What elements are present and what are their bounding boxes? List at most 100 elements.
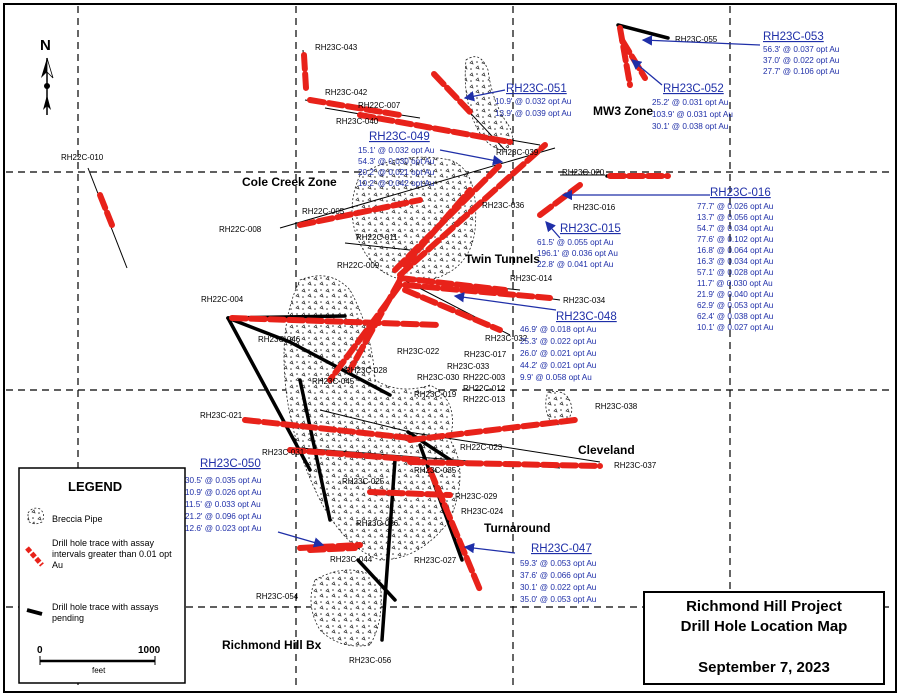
hole-label: RH23C-046: [258, 335, 301, 344]
hole-label: RH23C-043: [315, 43, 358, 52]
trace-RH23C-016: [537, 182, 583, 218]
trace-RH23C-052: [617, 25, 633, 88]
scale-bar: 0 1000 feet: [37, 645, 161, 675]
callout-line: 27.7' @ 0.106 opt Au: [763, 67, 840, 76]
hole-label: RH23C-021: [200, 411, 243, 420]
callout-line: 46.9' @ 0.018 opt Au: [520, 325, 597, 334]
trace-RH23C-053: [619, 37, 648, 81]
callout-line: 10.9' @ 0.026 opt Au: [185, 488, 262, 497]
scale-max: 1000: [138, 645, 161, 656]
scale-unit: feet: [92, 666, 106, 675]
zone-label-cole-creek: Cole Creek Zone: [242, 175, 337, 189]
callouts: RH23C-053 56.3' @ 0.037 opt Au 37.0' @ 0…: [185, 31, 840, 604]
trace-RH23C-037: [407, 459, 603, 469]
callout-title: RH23C-051: [506, 83, 567, 95]
breccia-pipe: [351, 156, 477, 282]
zone-labels: Cole Creek Zone MW3 Zone Twin Tunnels Cl…: [222, 104, 653, 652]
trace-RH23C-051: [431, 71, 473, 115]
hole-label: RH22C-012: [463, 384, 506, 393]
callout-line: 26.0' @ 0.021 opt Au: [520, 349, 597, 358]
hole-label: RH23C-054: [256, 592, 299, 601]
breccia-pipes: [283, 56, 573, 647]
callout-line: 37.6' @ 0.066 opt Au: [520, 571, 597, 580]
callout-line: 25.2' @ 0.031 opt Au: [652, 98, 729, 107]
callout-line: 54.3' @ 0.030 opt Au: [358, 157, 435, 166]
hole-label: RH23C-039: [496, 148, 539, 157]
hole-label: RH22C-011: [356, 233, 398, 242]
callout-line: 77.7' @ 0.026 opt Au: [697, 202, 774, 211]
legend-title: LEGEND: [68, 479, 122, 494]
hole-label: RH23C-025: [342, 477, 385, 486]
hole-label: RH23C-033: [447, 362, 490, 371]
hole-labels: RH23C-043 RH23C-042 RH22C-007 RH23C-040 …: [61, 35, 718, 665]
callout-RH23C-053: RH23C-053 56.3' @ 0.037 opt Au 37.0' @ 0…: [763, 31, 840, 76]
callout-line: 56.3' @ 0.037 opt Au: [763, 45, 840, 54]
callout-line: 30.1' @ 0.022 opt Au: [520, 583, 597, 592]
hole-label: RH23C-034: [563, 296, 606, 305]
hole-label: RH23C-019: [414, 390, 457, 399]
callout-line: 13.7' @ 0.056 opt Au: [697, 213, 774, 222]
callout-line: 59.3' @ 0.053 opt Au: [520, 559, 597, 568]
hole-label: RH23C-029: [455, 492, 498, 501]
callout-line: 25.3' @ 0.022 opt Au: [520, 337, 597, 346]
callout-line: 62.9' @ 0.053 opt Au: [697, 301, 774, 310]
hole-label: RH23C-024: [461, 507, 504, 516]
callout-RH23C-050: RH23C-050 30.5' @ 0.035 opt Au 10.9' @ 0…: [185, 458, 262, 533]
hole-label: RH23C-028: [345, 366, 388, 375]
breccia-pipe-legend-icon: [27, 507, 44, 525]
callout-line: 57.1' @ 0.028 opt Au: [697, 268, 774, 277]
hole-label: RH22C-010: [61, 153, 104, 162]
trace-RH22C-010: [97, 192, 115, 228]
callout-title: RH23C-049: [369, 131, 430, 143]
callout-title: RH23C-015: [560, 223, 621, 235]
title-line-1: Richmond Hill Project: [686, 598, 842, 615]
trace-RH23C-042: [307, 97, 403, 118]
callout-line: 11.5' @ 0.033 opt Au: [185, 500, 261, 509]
hole-label: RH23C-056: [349, 656, 392, 665]
callout-line: 11.7' @ 0.030 opt Au: [697, 279, 773, 288]
callout-RH23C-016: RH23C-016 77.7' @ 0.026 opt Au 13.7' @ 0…: [697, 187, 774, 332]
hole-label: RH23C-031: [262, 448, 305, 457]
callout-line: 62.4' @ 0.038 opt Au: [697, 312, 774, 321]
title-date: September 7, 2023: [698, 659, 830, 676]
title-line-2: Drill Hole Location Map: [681, 618, 848, 635]
callout-line: 30.1' @ 0.038 opt Au: [652, 122, 729, 131]
hole-label: RH23C-032: [485, 334, 528, 343]
callout-line: 61.5' @ 0.055 opt Au: [537, 238, 614, 247]
trace-RH22C-008: [297, 197, 423, 228]
hole-label: RH23C-026: [356, 519, 399, 528]
trace-RH23C-014: [397, 275, 508, 293]
callout-RH23C-049: RH23C-049 15.1' @ 0.032 opt Au 54.3' @ 0…: [358, 131, 435, 188]
trace-RH23C-021: [242, 417, 413, 441]
trace-RH23C-029: [367, 489, 453, 498]
hole-label: RH22C-009: [337, 261, 380, 270]
callout-line: 10.9' @ 0.032 opt Au: [495, 97, 572, 106]
callout-title: RH23C-047: [531, 543, 592, 555]
hole-label: RH23C-055: [675, 35, 718, 44]
hole-label: RH23C-036: [482, 201, 525, 210]
callout-line: 21.9' @ 0.040 opt Au: [697, 290, 774, 299]
hole-label: RH22C-013: [463, 395, 506, 404]
callout-title: RH23C-016: [710, 187, 771, 199]
breccia-pipe: [283, 275, 461, 561]
hole-label: RH23C-020: [562, 168, 605, 177]
assay-traces: [87, 25, 671, 593]
callout-line: 30.5' @ 0.035 opt Au: [185, 476, 262, 485]
hole-label: RH23C-038: [595, 402, 638, 411]
hole-label: RH23C-022: [397, 347, 440, 356]
hole-label: RH22C-008: [219, 225, 262, 234]
callout-line: 16.3' @ 0.034 opt Au: [697, 257, 774, 266]
zone-label-mw3: MW3 Zone: [593, 104, 653, 118]
assay-trace-legend-icon: [25, 546, 44, 567]
legend-breccia-label: Breccia Pipe: [52, 514, 103, 524]
breccia-pipe: [464, 56, 513, 151]
trace-RH23C-045: [327, 282, 403, 383]
hole-label: RH22C-005: [302, 207, 345, 216]
callout-title: RH23C-048: [556, 311, 617, 323]
zone-label-richmond-hill-bx: Richmond Hill Bx: [222, 638, 322, 652]
trace-RH23C-034: [402, 282, 553, 301]
callout-line: 10.2' @ 0.042 opt Au: [358, 179, 435, 188]
north-label: N: [40, 37, 51, 54]
hole-label: RH23C-027: [414, 556, 457, 565]
